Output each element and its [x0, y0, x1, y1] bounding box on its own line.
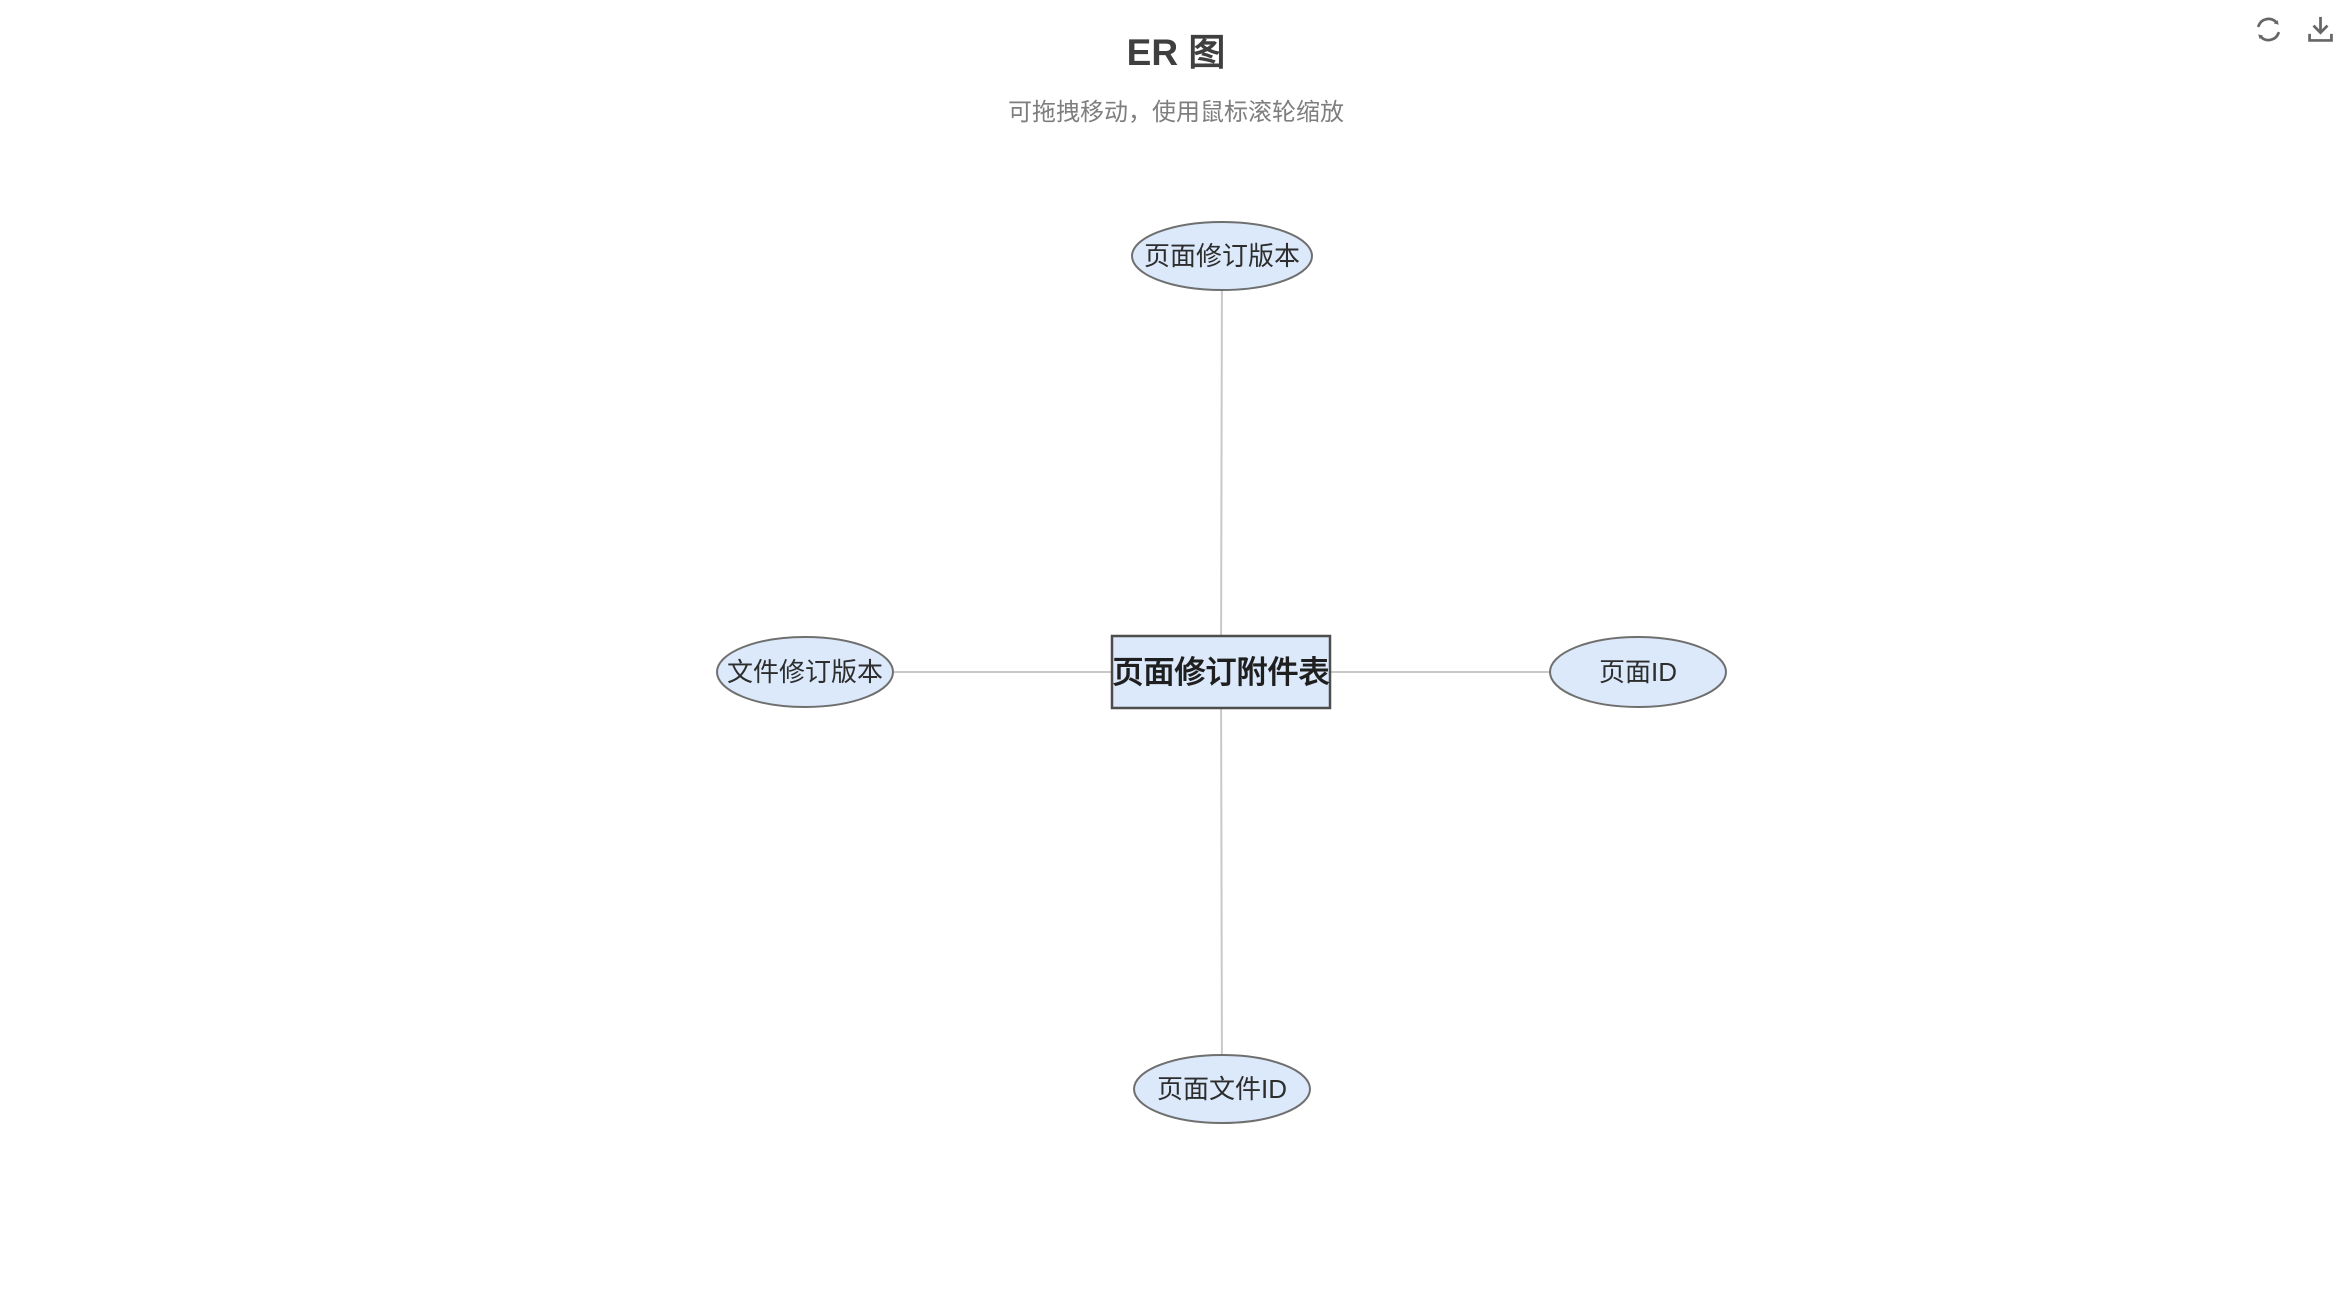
er-edge-top: [1220, 255, 1223, 673]
attribute-node-bottom[interactable]: 页面文件ID: [1133, 1054, 1311, 1124]
attribute-label: 页面ID: [1599, 657, 1677, 687]
download-button[interactable]: [2303, 12, 2338, 47]
attribute-node-top[interactable]: 页面修订版本: [1131, 221, 1313, 291]
attribute-ellipse: [1131, 221, 1313, 291]
er-edge-bottom: [1220, 671, 1223, 1090]
entity-rect: [1110, 634, 1332, 710]
attribute-label: 文件修订版本: [727, 657, 883, 687]
download-icon: [2308, 16, 2333, 42]
attribute-ellipse: [1133, 1054, 1311, 1124]
attribute-ellipse: [1549, 636, 1727, 708]
entity-node[interactable]: 页面修订附件表: [1110, 634, 1332, 710]
attribute-ellipse: [716, 636, 894, 708]
toolbar: [2251, 12, 2338, 47]
refresh-button[interactable]: [2251, 12, 2286, 47]
refresh-icon: [2256, 17, 2280, 42]
attribute-label: 页面修订版本: [1144, 241, 1300, 271]
attribute-node-left[interactable]: 文件修订版本: [716, 636, 894, 708]
entity-label: 页面修订附件表: [1113, 655, 1330, 690]
attribute-node-right[interactable]: 页面ID: [1549, 636, 1727, 708]
attribute-label: 页面文件ID: [1157, 1074, 1287, 1104]
